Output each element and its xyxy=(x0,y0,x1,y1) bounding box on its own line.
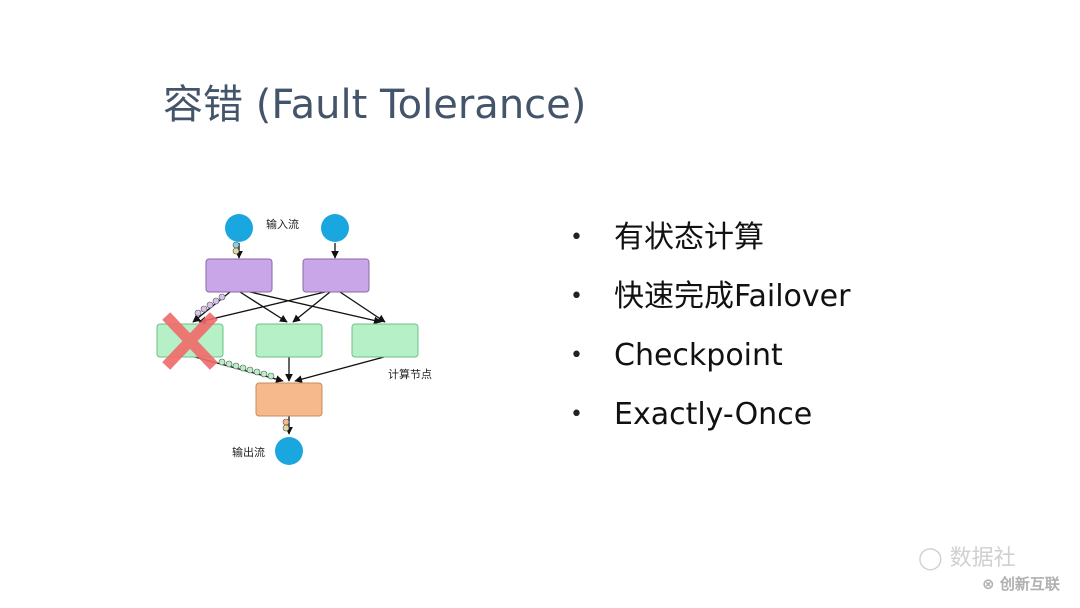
sink-node xyxy=(255,382,323,417)
failure-x-icon xyxy=(162,312,218,370)
bullet-checkpoint: Checkpoint xyxy=(568,328,850,387)
edge-source2-node3 xyxy=(339,291,386,323)
input-stream-records xyxy=(232,241,240,255)
bullet-fast-failover: 快速完成Failover xyxy=(568,269,850,328)
buffered-records-compute xyxy=(218,358,275,380)
output-stream-circle xyxy=(275,437,303,465)
edge-source2-node1 xyxy=(198,291,326,325)
slide-title: 容错 (Fault Tolerance) xyxy=(163,82,587,128)
source-node-2 xyxy=(302,258,370,293)
buffered-records-source xyxy=(194,293,226,317)
input-stream-circle-1 xyxy=(225,214,253,242)
edge-source2-node2 xyxy=(292,291,331,323)
compute-nodes-label: 计算节点 xyxy=(388,367,432,381)
source-node-1 xyxy=(205,258,273,293)
bullet-list: 有状态计算 快速完成Failover Checkpoint Exactly-On… xyxy=(568,210,850,446)
brand-watermark-text: 创新互联 xyxy=(999,575,1060,593)
brand-watermark: ⊗ 创新互联 xyxy=(982,573,1060,594)
output-stream-records xyxy=(282,418,290,432)
edge-source1-node3 xyxy=(249,291,382,325)
wechat-watermark-text: 数据社 xyxy=(949,546,1016,571)
bullet-stateful-computing: 有状态计算 xyxy=(568,210,850,269)
bullet-exactly-once: Exactly-Once xyxy=(568,387,850,446)
wechat-watermark: ◯ 数据社 xyxy=(918,540,1016,572)
input-stream-label: 输入流 xyxy=(266,217,299,231)
compute-node-3 xyxy=(351,323,419,358)
output-stream-label: 输出流 xyxy=(232,445,265,459)
fault-tolerance-diagram: 输入流 计算节点 输出流 xyxy=(156,214,432,465)
compute-node-2 xyxy=(255,323,323,358)
edge-node3-sink xyxy=(294,356,385,383)
brand-logo-icon: ⊗ xyxy=(982,575,995,593)
input-stream-circle-2 xyxy=(321,214,349,242)
wechat-icon: ◯ xyxy=(918,546,943,571)
